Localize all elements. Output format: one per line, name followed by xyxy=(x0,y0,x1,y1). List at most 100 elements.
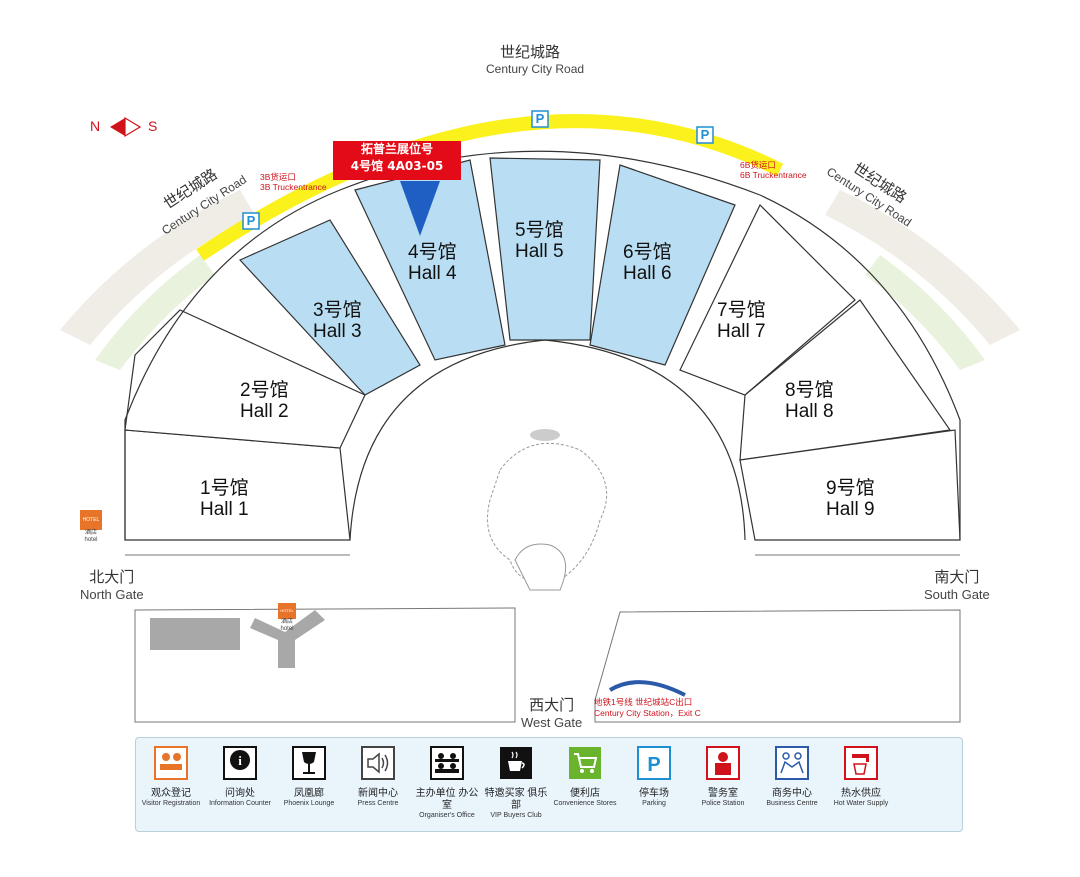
north-gate-label: 北大门 North Gate xyxy=(80,566,144,602)
hotel-cn: 酒店 xyxy=(280,619,293,625)
hall-7-cn: 7号馆 xyxy=(717,300,766,321)
legend-panel: 观众登记 Visitor Registration i 问询处 Informat… xyxy=(135,737,963,832)
parking-icon xyxy=(696,126,714,144)
green-arc-right xyxy=(865,255,985,370)
compass-north-label: N xyxy=(90,118,101,134)
building-block xyxy=(150,618,240,650)
legend-en: Hot Water Supply xyxy=(833,800,889,807)
legend-cn: 热水供应 xyxy=(841,788,881,799)
legend-cn: 便利店 xyxy=(570,788,600,799)
hotel-cn: 酒店 xyxy=(84,530,97,536)
hall-6-cn: 6号馆 xyxy=(623,242,672,263)
hall-9-en: Hall 9 xyxy=(826,499,875,520)
hall-2-label[interactable]: 2号馆 Hall 2 xyxy=(240,380,289,422)
parking-icon xyxy=(531,110,549,128)
booth-callout-title: 拓普兰展位号 xyxy=(360,142,433,156)
south-gate-en: South Gate xyxy=(924,587,990,602)
truck-entrance-3b: 3B货运口 3B Truckentrance xyxy=(260,172,327,192)
hall-3-label[interactable]: 3号馆 Hall 3 xyxy=(313,300,362,342)
hall-6-label[interactable]: 6号馆 Hall 6 xyxy=(623,242,672,284)
truck-entrance-6b-en: 6B Truckentrance xyxy=(740,170,807,180)
hall-9-label[interactable]: 9号馆 Hall 9 xyxy=(826,478,875,520)
hotel-icon: HOTEL xyxy=(278,603,296,619)
hall-4-cn: 4号馆 xyxy=(408,242,457,263)
booth-callout: 拓普兰展位号 4号馆 4A03-05 xyxy=(333,141,461,180)
hotel-marker: HOTEL 酒店 hotel xyxy=(77,510,105,544)
west-gate-label: 西大门 West Gate xyxy=(521,694,582,730)
police-icon xyxy=(706,746,740,780)
handshake-icon xyxy=(775,746,809,780)
hotel-building xyxy=(250,610,325,668)
hall-2-shape[interactable] xyxy=(124,309,366,449)
north-gate-en: North Gate xyxy=(80,587,144,602)
road-top-en: Century City Road xyxy=(486,62,585,76)
hall-5-en: Hall 5 xyxy=(515,241,564,262)
legend-en: Parking xyxy=(642,800,666,807)
hall-1-label[interactable]: 1号馆 Hall 1 xyxy=(200,478,249,520)
hot-water-icon xyxy=(844,746,878,780)
compass-south-label: S xyxy=(148,118,158,134)
hall-2-en: Hall 2 xyxy=(240,401,289,422)
west-plaza-right xyxy=(594,609,961,723)
parking-icon: P xyxy=(637,746,671,780)
legend-item: 特邀买家 俱乐部 VIP Buyers Club xyxy=(481,746,551,820)
hall-7-label[interactable]: 7号馆 Hall 7 xyxy=(717,300,766,342)
hall-8-label[interactable]: 8号馆 Hall 8 xyxy=(785,380,834,422)
hall-2-cn: 2号馆 xyxy=(240,380,289,401)
truck-entrance-3b-en: 3B Truckentrance xyxy=(260,182,327,192)
truck-entrance-6b: 6B货运口 6B Truckentrance xyxy=(740,160,807,180)
legend-item: 便利店 Convenience Stores xyxy=(550,746,620,808)
shopping-cart-icon xyxy=(569,747,601,779)
hall-5-cn: 5号馆 xyxy=(515,220,564,241)
booth-location-arrow-icon xyxy=(400,181,440,236)
legend-en: Press Centre xyxy=(357,800,399,807)
legend-item: 观众登记 Visitor Registration xyxy=(136,746,206,808)
parking-label: P xyxy=(246,213,256,228)
legend-cn: 商务中心 xyxy=(772,788,812,799)
hall-9-shape[interactable] xyxy=(739,429,961,541)
halls-group xyxy=(124,150,961,541)
road-top-cn: 世纪城路 xyxy=(500,44,561,61)
hall-3-en: Hall 3 xyxy=(313,321,362,342)
coffee-cup-icon xyxy=(500,747,532,779)
south-gate-label: 南大门 South Gate xyxy=(924,566,990,602)
hall-5-label[interactable]: 5号馆 Hall 5 xyxy=(515,220,564,262)
legend-item: 警务室 Police Station xyxy=(688,746,758,808)
legend-en: Phoenix Lounge xyxy=(283,800,335,807)
information-icon: i xyxy=(223,746,257,780)
hall-6-shape[interactable] xyxy=(589,164,736,366)
legend-item: 凤凰廊 Phoenix Lounge xyxy=(274,746,344,808)
wine-glass-icon xyxy=(292,746,326,780)
legend-cn: 问询处 xyxy=(225,788,255,799)
legend-en: Police Station xyxy=(701,800,745,807)
hall-5-shape[interactable] xyxy=(489,157,601,341)
west-gate-cn: 西大门 xyxy=(529,697,575,714)
hall-3-cn: 3号馆 xyxy=(313,300,362,321)
hotel-en: hotel xyxy=(280,626,294,632)
metro-station-roof xyxy=(608,680,686,697)
south-gate-cn: 南大门 xyxy=(934,569,980,586)
parking-label: P xyxy=(700,127,710,142)
hotel-marker: HOTEL 酒店 hotel xyxy=(275,603,299,633)
outer-arc-right xyxy=(825,190,1020,345)
truck-entrance-6b-cn: 6B货运口 xyxy=(740,160,776,170)
hall-3-shape[interactable] xyxy=(238,219,421,396)
legend-en: Business Centre xyxy=(766,800,818,807)
legend-cn: 凤凰廊 xyxy=(294,788,324,799)
legend-cn: 停车场 xyxy=(639,788,669,799)
legend-en: Visitor Registration xyxy=(141,800,201,807)
metro-exit-en: Century City Station，Exit C xyxy=(594,708,701,718)
legend-en: Convenience Stores xyxy=(553,800,617,807)
legend-cn: 新闻中心 xyxy=(358,788,398,799)
visitor-registration-icon xyxy=(154,746,188,780)
legend-cn: 观众登记 xyxy=(151,788,191,799)
legend-en: VIP Buyers Club xyxy=(490,812,542,819)
west-gate-en: West Gate xyxy=(521,715,583,730)
parking-label: P xyxy=(535,111,545,126)
hall-4-en: Hall 4 xyxy=(408,263,457,284)
booth-callout-number: 4号馆 4A03-05 xyxy=(350,159,444,173)
hall-4-label[interactable]: 4号馆 Hall 4 xyxy=(408,242,457,284)
parking-icon xyxy=(242,212,260,230)
